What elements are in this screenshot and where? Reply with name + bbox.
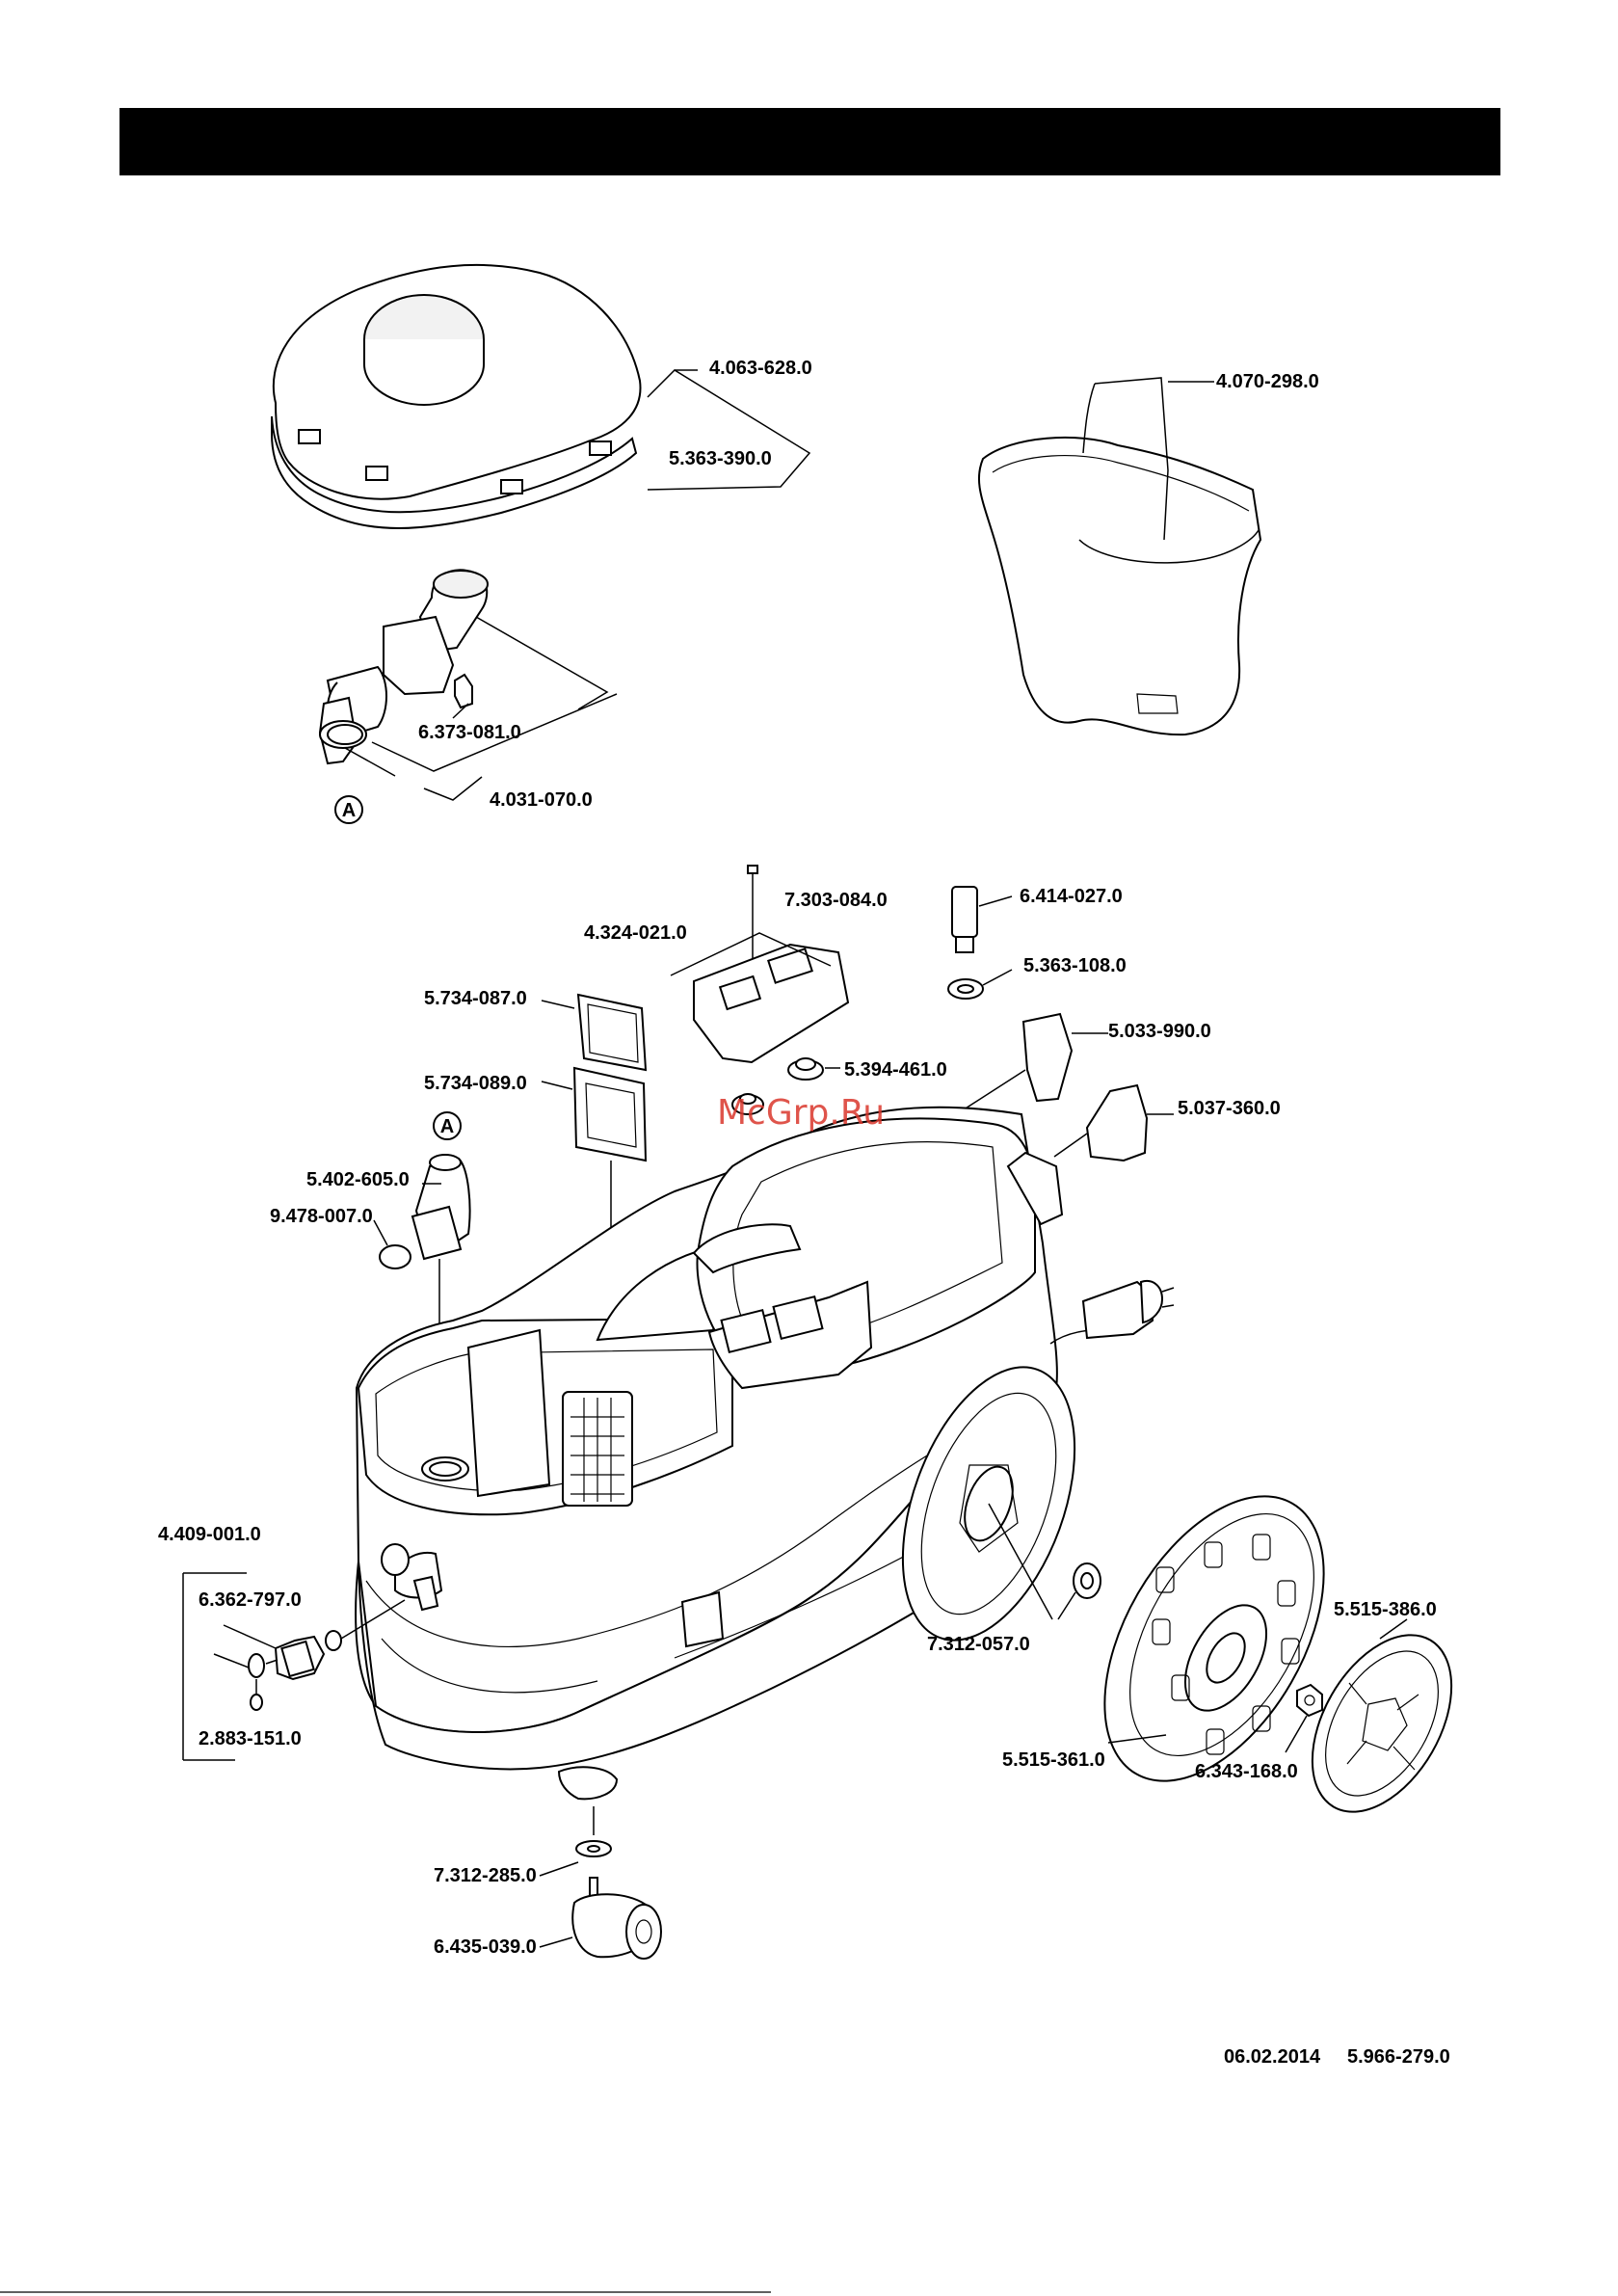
- castor-wheel: [539, 1877, 662, 1960]
- svg-text:A: A: [342, 800, 356, 821]
- label-5.734-087.0: 5.734-087.0: [424, 988, 527, 1009]
- elbow-pipe-assembly: [318, 569, 489, 765]
- seal-ring: [947, 969, 1013, 1000]
- inlet-elbow: [411, 1154, 471, 1446]
- label-5.734-089.0: 5.734-089.0: [424, 1073, 527, 1094]
- label-5.037-360.0: 5.037-360.0: [1178, 1098, 1281, 1119]
- label-5.363-108.0: 5.363-108.0: [1023, 955, 1127, 976]
- label-5.515-361.0: 5.515-361.0: [1002, 1749, 1105, 1771]
- accessory-holder: [1053, 1083, 1174, 1162]
- label-6.414-027.0: 6.414-027.0: [1020, 886, 1123, 907]
- footer-doc-number: 5.966-279.0: [1347, 2046, 1450, 2068]
- quick-coupling: [213, 1599, 406, 1711]
- connector-group-bracket: [182, 1572, 247, 1761]
- hub-cap: [1311, 1618, 1453, 1813]
- dirt-bucket: [977, 377, 1262, 736]
- label-5.363-390.0: 5.363-390.0: [669, 448, 772, 469]
- callout-a-top: A: [334, 795, 363, 824]
- label-6.435-039.0: 6.435-039.0: [434, 1936, 537, 1958]
- label-5.402-605.0: 5.402-605.0: [306, 1169, 410, 1190]
- elbow-leader-lines: [344, 616, 618, 801]
- cap-5.394-461: [787, 1057, 840, 1081]
- power-plug: [1049, 1280, 1175, 1345]
- svg-text:A: A: [440, 1116, 454, 1137]
- cap-left: [731, 1093, 764, 1115]
- lid-cover: [271, 263, 642, 529]
- label-4.031-070.0: 4.031-070.0: [490, 789, 593, 811]
- watermark: McGrp.Ru: [717, 1093, 885, 1133]
- label-4.070-298.0: 4.070-298.0: [1216, 371, 1319, 392]
- label-4.063-628.0: 4.063-628.0: [709, 358, 812, 379]
- label-7.312-285.0: 7.312-285.0: [434, 1865, 537, 1886]
- label-2.883-151.0: 2.883-151.0: [199, 1728, 302, 1749]
- filter-knob: [951, 886, 1013, 953]
- loose-wheel: [1103, 1495, 1325, 1782]
- label-5.033-990.0: 5.033-990.0: [1108, 1021, 1211, 1042]
- label-6.373-081.0: 6.373-081.0: [418, 722, 521, 743]
- footer-date: 06.02.2014: [1224, 2046, 1321, 2068]
- label-4.324-021.0: 4.324-021.0: [584, 922, 687, 944]
- control-panel: [693, 943, 850, 1064]
- label-6.362-797.0: 6.362-797.0: [199, 1589, 302, 1611]
- label-5.394-461.0: 5.394-461.0: [844, 1059, 947, 1081]
- header-bar: [119, 108, 1500, 175]
- label-9.478-007.0: 9.478-007.0: [270, 1206, 373, 1227]
- filter-grid-top: [541, 993, 648, 1072]
- lid-leader-lines: [647, 369, 811, 491]
- label-6.343-168.0: 6.343-168.0: [1195, 1761, 1298, 1782]
- o-ring: [373, 1219, 411, 1269]
- castor-washer: [539, 1806, 612, 1877]
- label-7.303-084.0: 7.303-084.0: [784, 890, 888, 911]
- label-5.515-386.0: 5.515-386.0: [1334, 1599, 1437, 1620]
- nut: [1285, 1683, 1323, 1753]
- label-4.409-001.0: 4.409-001.0: [158, 1524, 261, 1545]
- label-7.312-057.0: 7.312-057.0: [927, 1634, 1030, 1655]
- callout-a-mid: A: [433, 1111, 462, 1140]
- hose-holder: [943, 1012, 1108, 1123]
- washer: [1057, 1562, 1101, 1620]
